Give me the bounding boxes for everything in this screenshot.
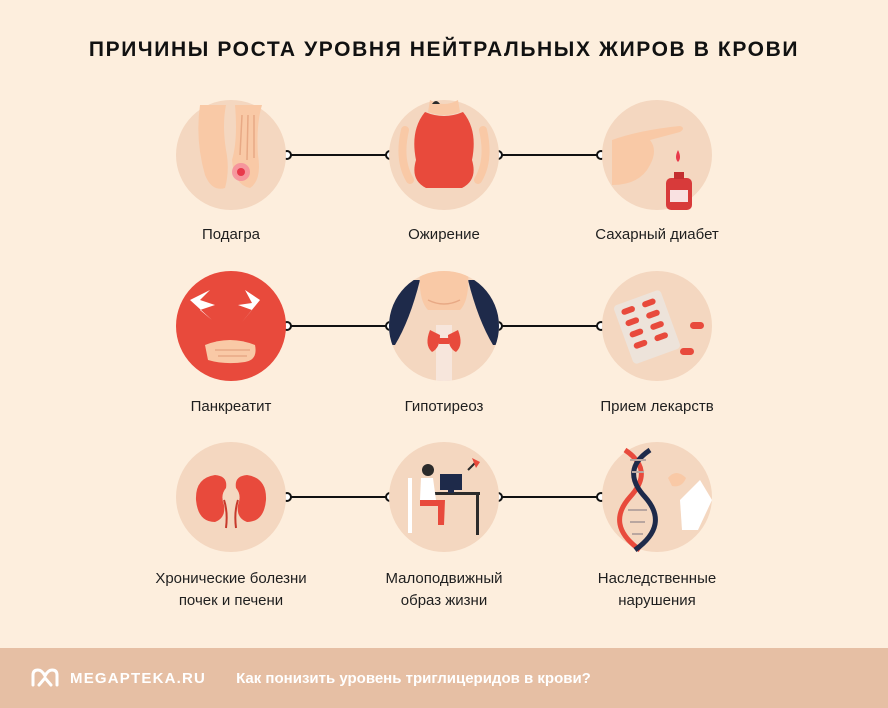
logo[interactable]: MEGAPTEKA.RU (30, 667, 206, 689)
obesity-body-icon (389, 100, 499, 210)
thyroid-icon (389, 271, 499, 381)
cause-label-hereditary-line2: нарушения (618, 592, 696, 609)
cause-label-diabetes: Сахарный диабет (595, 226, 719, 243)
footer-bar: MEGAPTEKA.RU Как понизить уровень тригли… (0, 648, 888, 708)
cause-label-hypothyroidism: Гипотиреоз (404, 398, 484, 415)
gout-foot-icon (176, 100, 286, 210)
cause-label-obesity: Ожирение (408, 226, 480, 243)
logo-text: MEGAPTEKA.RU (70, 669, 207, 687)
cause-label-hereditary: Наследственные нарушения (547, 568, 767, 612)
cause-label-kidney-liver-line2: почек и печени (178, 592, 284, 609)
cause-label-sedentary-line1: Малоподвижный (385, 570, 503, 587)
sedentary-desk-icon (389, 442, 499, 552)
cause-label-sedentary: Малоподвижный образ жизни (334, 568, 554, 612)
cause-label-sedentary-line2: образ жизни (400, 592, 488, 609)
dna-icon (602, 442, 712, 553)
cause-label-hereditary-line1: Наследственные (597, 570, 717, 587)
cause-label-kidney-liver: Хронические болезни почек и печени (121, 568, 341, 612)
page-title: ПРИЧИНЫ РОСТА УРОВНЯ НЕЙТРАЛЬНЫХ ЖИРОВ В… (88, 38, 800, 61)
cause-label-pancreatitis: Панкреатит (190, 398, 272, 415)
kidneys-icon (176, 442, 286, 552)
article-link[interactable]: Как понизить уровень триглицеридов в кро… (236, 669, 591, 687)
cause-label-kidney-liver-line1: Хронические болезни (155, 570, 307, 587)
cause-label-gout: Подагра (201, 226, 261, 243)
pills-icon (602, 271, 712, 381)
pancreatitis-pain-icon (176, 271, 286, 381)
megapteka-logo-icon (31, 668, 59, 687)
diabetes-finger-blood-icon (602, 100, 712, 210)
cause-label-medication: Прием лекарств (600, 398, 714, 415)
